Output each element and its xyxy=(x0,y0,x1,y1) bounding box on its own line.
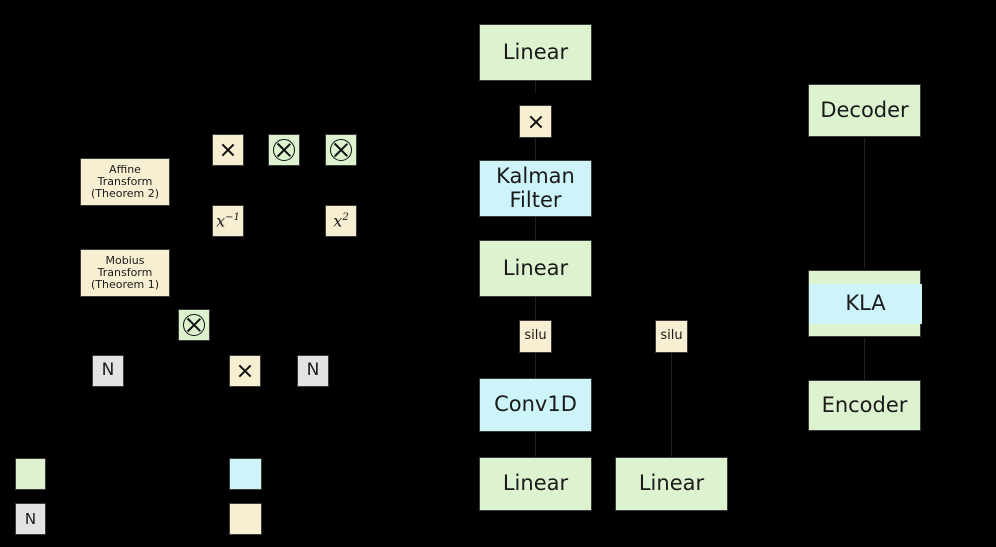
affine-transform-block[interactable]: Affine Transform (Theorem 2) xyxy=(80,158,170,206)
otimes-op-2[interactable] xyxy=(325,134,357,166)
legend-swatch-norm: N xyxy=(15,503,46,535)
connector-stub xyxy=(535,297,536,320)
multiply-icon xyxy=(237,363,253,379)
multiply-op-top[interactable] xyxy=(212,134,244,166)
legend-swatch-green xyxy=(15,458,46,490)
multiply-op-bottom[interactable] xyxy=(229,355,261,387)
encoder-block[interactable]: Encoder xyxy=(808,380,921,431)
kla-outer-block[interactable]: KLA xyxy=(808,270,922,337)
linear-block-bottom-right[interactable]: Linear xyxy=(615,457,728,511)
connector-stub xyxy=(864,338,865,380)
legend-swatch-beige xyxy=(229,503,262,535)
connector-stub xyxy=(671,353,672,457)
mobius-transform-block[interactable]: Mobius Transform (Theorem 1) xyxy=(80,249,170,297)
otimes-op-1[interactable] xyxy=(268,134,300,166)
connector-stub xyxy=(535,353,536,378)
connector-stub xyxy=(535,432,536,457)
silu-block-left[interactable]: silu xyxy=(519,320,552,353)
connector-stub xyxy=(535,217,536,240)
silu-block-right[interactable]: silu xyxy=(655,320,688,353)
linear-block-bottom-left[interactable]: Linear xyxy=(479,457,592,511)
connector-stub xyxy=(864,138,865,268)
legend-swatch-cyan xyxy=(229,458,262,490)
x-squared-label: x2 xyxy=(333,211,349,231)
connector-stub xyxy=(535,81,536,93)
x-inverse-label: x−1 xyxy=(216,211,240,231)
connector-stub xyxy=(535,138,536,160)
circled-times-icon xyxy=(273,139,295,161)
circled-times-icon xyxy=(330,139,352,161)
x-squared-block[interactable]: x2 xyxy=(325,205,357,237)
norm-block-right[interactable]: N xyxy=(297,355,329,387)
multiply-op-center[interactable] xyxy=(519,105,552,138)
kalman-filter-block[interactable]: Kalman Filter xyxy=(479,160,592,217)
norm-block-left[interactable]: N xyxy=(92,355,124,387)
multiply-icon xyxy=(528,114,544,130)
conv1d-block[interactable]: Conv1D xyxy=(479,378,592,432)
otimes-op-3[interactable] xyxy=(178,309,210,341)
x-inverse-block[interactable]: x−1 xyxy=(212,205,244,237)
linear-block-top[interactable]: Linear xyxy=(479,24,592,81)
decoder-block[interactable]: Decoder xyxy=(808,84,921,137)
kla-block[interactable]: KLA xyxy=(809,284,922,324)
circled-times-icon xyxy=(183,314,205,336)
linear-block-mid[interactable]: Linear xyxy=(479,240,592,297)
multiply-icon xyxy=(220,142,236,158)
